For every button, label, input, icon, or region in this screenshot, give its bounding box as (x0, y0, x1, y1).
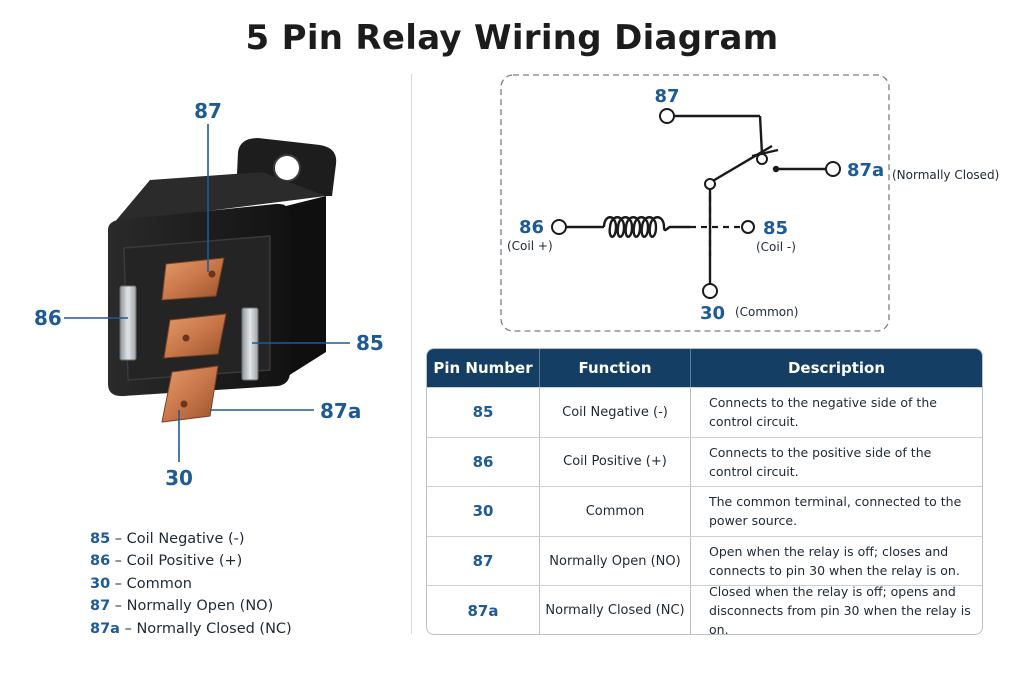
relay-side-face (286, 196, 326, 376)
cell-function: Coil Negative (-) (539, 388, 690, 437)
legend-pin: 87 (90, 598, 111, 615)
terminal-87 (659, 108, 675, 124)
relay-illustration: 87 86 85 87a 30 (34, 99, 384, 490)
schematic-note-86: (Coil +) (507, 239, 553, 253)
cell-description: Connects to the negative side of the con… (690, 388, 982, 437)
schematic-label-85: 85 (763, 218, 788, 239)
page-title: 5 Pin Relay Wiring Diagram (245, 18, 779, 58)
legend-pin: 87a (90, 620, 120, 637)
legend-pin: 86 (90, 553, 111, 570)
header-pin-number: Pin Number (433, 359, 533, 377)
schematic-label-87: 87 (654, 86, 679, 107)
legend-pin: 85 (90, 531, 111, 547)
callout-86: 86 (34, 306, 62, 330)
schematic-wiring (566, 114, 826, 284)
cell-function: Normally Open (NO) (539, 536, 690, 586)
schematic-label-87a: 87a (847, 160, 884, 181)
legend-separator: – (110, 553, 127, 570)
callout-lines (64, 124, 350, 462)
relay-schematic: 87 87a (Normally Closed) 86 (Coil +) 85 … (500, 74, 999, 332)
legend-pin: 30 (90, 575, 111, 592)
switch-pivot (704, 178, 716, 190)
schematic-label-86: 86 (519, 217, 544, 238)
coil-dashed-links (690, 196, 742, 256)
terminal-86 (551, 219, 567, 235)
callout-30: 30 (165, 466, 193, 490)
schematic-label-30: 30 (700, 303, 725, 324)
legend-function: Normally Open (NO) (126, 598, 274, 615)
pin-legend: 85 – Coil Negative (-) 86 – Coil Positiv… (90, 528, 292, 640)
legend-item: 87a – Normally Closed (NC) (90, 618, 292, 640)
cell-pin: 30 (472, 502, 494, 521)
legend-function: Coil Positive (+) (126, 553, 243, 570)
table-header: Pin Number Function Description (427, 349, 982, 387)
cell-description: Connects to the positive side of the con… (690, 437, 982, 487)
legend-separator: – (110, 575, 127, 592)
table-row: 87 Normally Open (NO) Open when the rela… (427, 535, 982, 586)
legend-separator: – (110, 598, 127, 615)
terminal-30 (702, 283, 718, 299)
terminal-85 (741, 220, 755, 234)
pin-86-terminal (119, 285, 137, 361)
terminal-87a (825, 161, 841, 177)
cell-pin: 87 (472, 552, 494, 571)
cell-pin: 87a (467, 601, 499, 620)
cell-function: Coil Positive (+) (539, 437, 690, 487)
table-row: 30 Common The common terminal, connected… (427, 486, 982, 536)
callout-85: 85 (356, 331, 384, 355)
schematic-note-85: (Coil -) (756, 240, 796, 254)
callout-87a: 87a (320, 399, 361, 423)
switch-contact-bar (751, 148, 779, 158)
legend-function: Common (126, 575, 192, 592)
schematic-note-30: (Common) (735, 305, 798, 319)
cell-description: Closed when the relay is off; opens and … (690, 584, 982, 634)
header-description: Description (690, 349, 982, 387)
table-row: 85 Coil Negative (-) Connects to the neg… (427, 387, 982, 437)
cell-description: The common terminal, connected to the po… (690, 487, 982, 536)
legend-separator: – (119, 620, 137, 637)
cell-description: Open when the relay is off; closes and c… (690, 536, 982, 586)
callout-87: 87 (194, 99, 222, 123)
vertical-divider (411, 74, 412, 634)
legend-item: 87 – Normally Open (NO) (90, 595, 292, 617)
switch-contact (756, 153, 768, 165)
legend-item: 86 – Coil Positive (+) (90, 550, 292, 572)
contact-dot (772, 165, 780, 173)
legend-item: 30 – Common (90, 573, 292, 595)
cell-function: Normally Closed (NC) (539, 586, 690, 634)
legend-function: Coil Negative (-) (126, 531, 245, 547)
table-row: 87a Normally Closed (NC) Closed when the… (427, 584, 982, 634)
cell-pin: 85 (472, 403, 494, 422)
legend-item: 85 – Coil Negative (-) (90, 528, 292, 550)
legend-function: Normally Closed (NC) (136, 620, 292, 637)
pin-30-terminal (161, 365, 219, 423)
pin-87-terminal (161, 257, 225, 301)
pin-table: Pin Number Function Description 85 Coil … (426, 348, 983, 635)
cell-function: Common (539, 487, 690, 536)
pin-middle-terminal (163, 313, 227, 359)
header-function: Function (539, 349, 690, 387)
legend-separator: – (110, 531, 127, 547)
pin-85-terminal (241, 307, 259, 381)
table-row: 86 Coil Positive (+) Connects to the pos… (427, 436, 982, 487)
schematic-note-87a: (Normally Closed) (892, 168, 999, 182)
schematic-frame (500, 74, 890, 332)
cell-pin: 86 (472, 452, 494, 471)
